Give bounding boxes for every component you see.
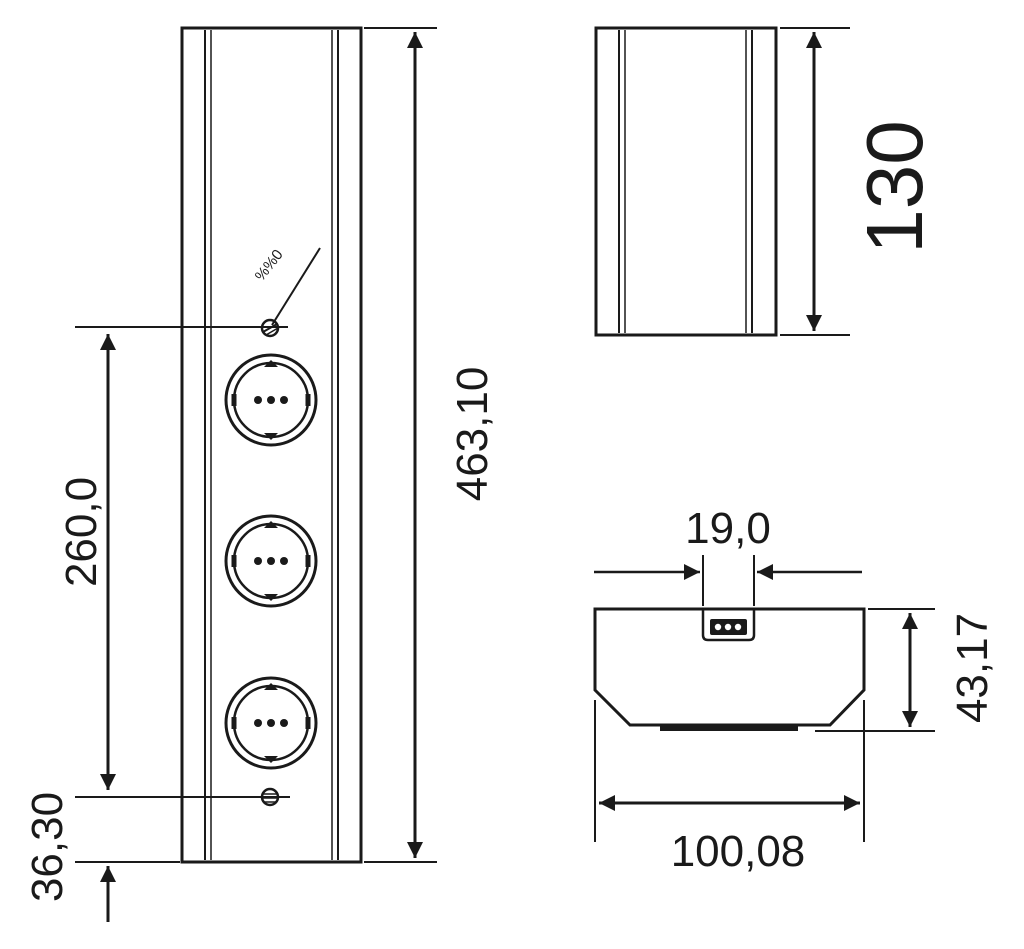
end-offset-label: 36,30 [23,792,72,902]
front-view: %%0 [180,26,363,864]
socket-1 [224,353,318,447]
side-length-label: 130 [850,120,939,253]
profile-foot [660,724,798,731]
slot-width-label: 19,0 [685,504,771,553]
side-outline [594,26,778,337]
connector-slot [701,609,756,642]
front-dimensions: 260,0 463,10 36,30 [23,27,497,922]
screw-note: %%0 [252,246,287,284]
socket-spacing-label: 260,0 [57,477,106,587]
socket-2 [224,514,318,608]
socket-3 [224,676,318,770]
profile-width-label: 100,08 [671,827,806,876]
top-screw: %%0 [252,246,321,338]
profile-view: 19,0 43,17 100,08 [593,504,997,876]
profile-outline [593,607,866,727]
profile-height-label: 43,17 [948,613,997,723]
total-length-label: 463,10 [448,367,497,502]
front-outline [180,26,363,864]
screw-leader-line [271,247,321,326]
side-view: 130 [594,26,939,337]
